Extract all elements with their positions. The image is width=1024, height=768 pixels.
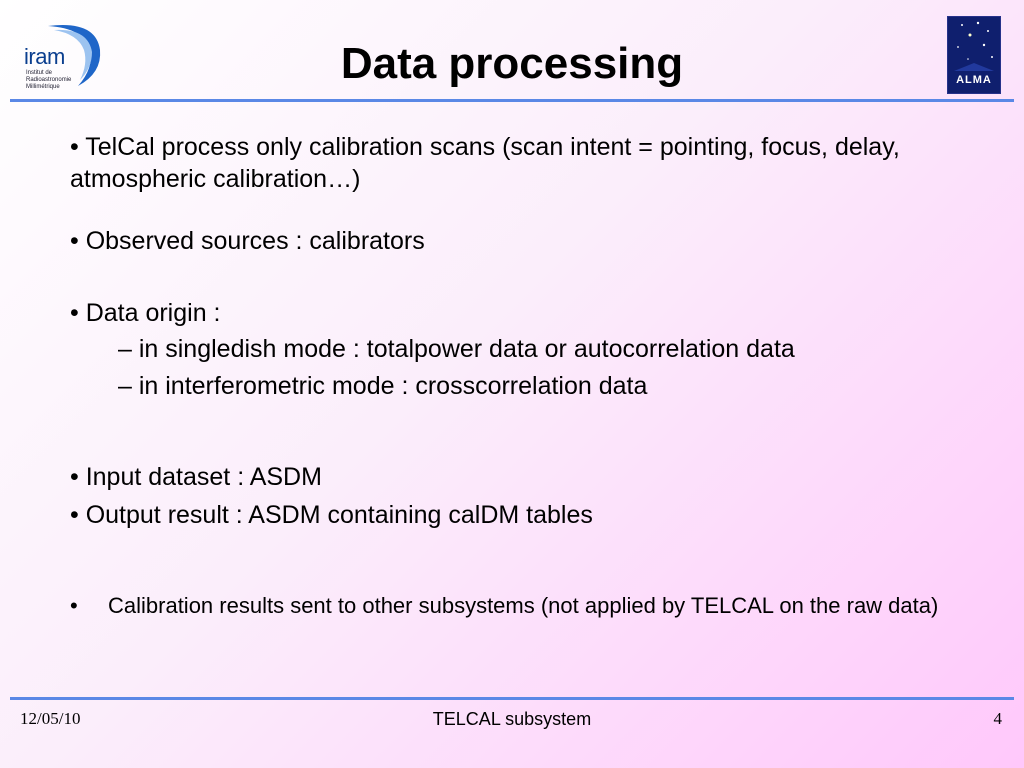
sub-bullet-interferometric: – in interferometric mode : crosscorrela…: [118, 372, 648, 400]
sub-bullet-singledish: – in singledish mode : totalpower data o…: [118, 335, 795, 363]
slide-body: • TelCal process only calibration scans …: [70, 131, 960, 531]
star-field-icon: [954, 21, 994, 71]
footer-date: 12/05/10: [20, 709, 81, 728]
iram-logo: iram Institut de Radioastronomie Millimé…: [18, 18, 104, 94]
bullet-calibration-results-text: Calibration results sent to other subsys…: [108, 593, 939, 618]
footer-title: TELCAL subsystem: [432, 709, 592, 729]
bullet-data-origin: • Data origin :: [70, 299, 221, 327]
bullet-input-dataset: • Input dataset : ASDM: [70, 463, 322, 491]
iram-logo-word: iram: [24, 44, 65, 69]
bullet-output-result: • Output result : ASDM containing calDM …: [70, 501, 593, 529]
page-title: Data processing: [340, 39, 684, 88]
header-divider: [10, 99, 1014, 102]
bullet-observed-sources: • Observed sources : calibrators: [70, 227, 425, 255]
bullet-marker: •: [70, 593, 78, 618]
alma-logo: ALMA: [947, 16, 1001, 94]
bullet-telcal-scans: • TelCal process only calibration scans …: [70, 133, 900, 193]
iram-swoosh-icon: [48, 25, 101, 86]
iram-logo-subtitle: Institut de Radioastronomie Millimétriqu…: [26, 70, 72, 90]
page-number: 4: [993, 709, 1003, 728]
alma-logo-word: ALMA: [956, 74, 992, 86]
footer-divider: [10, 697, 1014, 700]
bullet-calibration-results: • Calibration results sent to other subs…: [70, 592, 970, 620]
